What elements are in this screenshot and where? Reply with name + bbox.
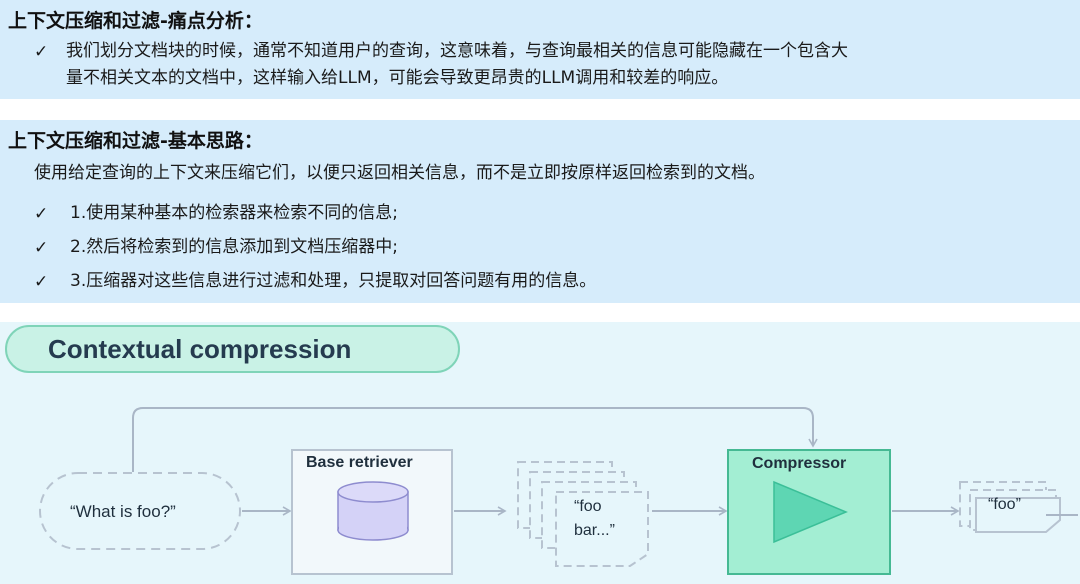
pain-point-panel: 上下文压缩和过滤-痛点分析： ✓ 我们划分文档块的时候，通常不知道用户的查询，这… [0,0,1080,99]
retriever-label: Base retriever [306,454,413,471]
diagram-svg [5,325,1078,575]
retrieved-documents-icon [517,461,649,567]
compressed-document-icon [959,481,1061,533]
pain-point-heading: 上下文压缩和过滤-痛点分析： [8,10,263,32]
contextual-compression-diagram: Contextual compression “What is foo?” Ba… [0,322,1080,584]
step-item: 3.压缩器对这些信息进行过滤和处理，只提取对回答问题有用的信息。 [70,271,597,291]
query-bypass-arrow [132,407,818,472]
title-pill [5,325,460,373]
diagram-title: Contextual compression [48,334,352,364]
step-item: 2.然后将检索到的信息添加到文档压缩器中; [70,237,398,257]
query-pill [39,472,241,550]
step-item: 1.使用某种基本的检索器来检索不同的信息; [70,203,398,223]
docs-text-line1: “foo [574,498,602,515]
compressor-label: Compressor [752,455,847,472]
basic-idea-panel: 上下文压缩和过滤-基本思路： 使用给定查询的上下文来压缩它们，以便只返回相关信息… [0,120,1080,303]
pain-point-text-line1: 我们划分文档块的时候，通常不知道用户的查询，这意味着，与查询最相关的信息可能隐藏… [66,41,848,61]
check-icon: ✓ [34,204,49,224]
output-text: “foo” [988,496,1021,513]
docs-text-line2: bar...” [574,522,615,539]
check-icon: ✓ [34,42,49,62]
basic-idea-intro: 使用给定查询的上下文来压缩它们，以便只返回相关信息，而不是立即按原样返回检索到的… [34,163,765,183]
check-icon: ✓ [34,272,49,292]
pain-point-text-line2: 量不相关文本的文档中，这样输入给LLM，可能会导致更昂贵的LLM调用和较差的响应… [66,68,729,88]
query-text: “What is foo?” [70,502,176,521]
database-icon [337,481,409,541]
basic-idea-heading: 上下文压缩和过滤-基本思路： [8,130,263,152]
compress-play-icon [773,480,848,544]
check-icon: ✓ [34,238,49,258]
